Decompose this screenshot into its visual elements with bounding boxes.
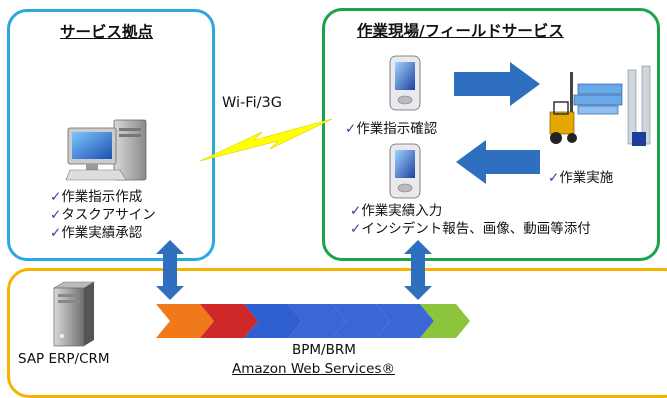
field-service-title: 作業現場/フィールドサービス <box>357 22 564 40</box>
service-base-title: サービス拠点 <box>60 23 154 41</box>
double-arrow-icon <box>404 240 432 300</box>
chevron-icon <box>420 304 470 338</box>
entry-label: インシデント報告、画像、動画等添付 <box>361 221 591 237</box>
task-label: 作業実績承認 <box>61 225 143 241</box>
confirm-label: 作業指示確認 <box>356 121 438 137</box>
aws-label: Amazon Web Services® <box>232 361 396 377</box>
perform-work: ✓作業実施 <box>548 169 613 187</box>
checkmark-icon: ✓ <box>548 170 560 186</box>
checkmark-icon: ✓ <box>50 189 62 205</box>
task-label: 作業指示作成 <box>61 189 143 205</box>
chevron-icon <box>332 304 390 338</box>
checkmark-icon: ✓ <box>350 221 362 237</box>
chevron-icon <box>200 304 258 338</box>
handheld-device-icon <box>389 143 421 199</box>
erp-crm-label: SAP ERP/CRM <box>18 351 110 367</box>
sync-arrows <box>156 240 432 300</box>
report-incident: ✓インシデント報告、画像、動画等添付 <box>350 220 591 238</box>
chevron-icon <box>288 304 346 338</box>
confirm-work-order: ✓作業指示確認 <box>345 120 437 138</box>
lightning-bolt-icon <box>199 118 333 162</box>
forklift-icon <box>549 65 651 146</box>
task-create-work-order: ✓作業指示作成 <box>50 188 142 206</box>
chevron-icon <box>244 304 302 338</box>
process-pipeline <box>156 304 470 338</box>
checkmark-icon: ✓ <box>50 225 62 241</box>
entry-label: 作業実績入力 <box>361 203 443 219</box>
server-icon <box>52 281 96 347</box>
checkmark-icon: ✓ <box>345 121 357 137</box>
desktop-computer-icon <box>65 119 147 181</box>
connection-label: Wi-Fi/3G <box>222 95 282 111</box>
bpm-brm-label: BPM/BRM <box>292 342 356 358</box>
task-assign: ✓タスクアサイン <box>50 206 156 224</box>
checkmark-icon: ✓ <box>350 203 362 219</box>
work-flow-arrows <box>454 62 540 184</box>
arrow-right-icon <box>454 62 540 106</box>
chevron-icon <box>156 304 214 338</box>
handheld-device-icon <box>389 55 421 111</box>
perform-label: 作業実施 <box>559 170 614 186</box>
enter-results: ✓作業実績入力 <box>350 202 442 220</box>
double-arrow-icon <box>156 240 184 300</box>
field-service-panel <box>322 8 660 261</box>
arrow-left-icon <box>456 140 540 184</box>
task-approve-results: ✓作業実績承認 <box>50 224 142 242</box>
checkmark-icon: ✓ <box>50 207 62 223</box>
task-label: タスクアサイン <box>61 207 156 223</box>
chevron-icon <box>376 304 434 338</box>
